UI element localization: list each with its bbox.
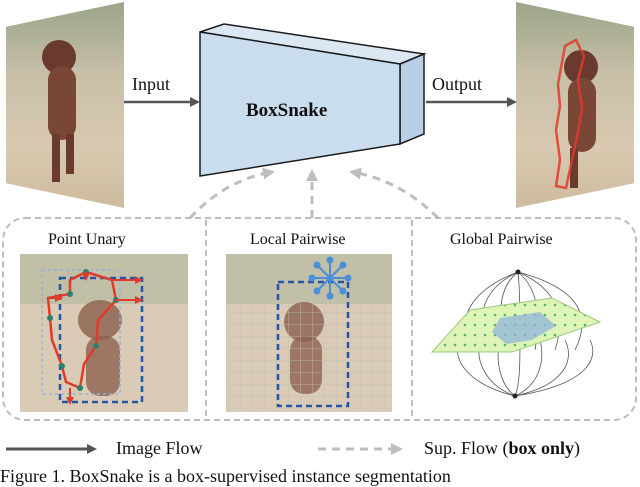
dog-shape: [52, 134, 60, 182]
model-right: [399, 52, 425, 146]
figure-caption: Figure 1. BoxSnake is a box-supervised i…: [0, 466, 451, 486]
legend-sup-flow-bold: box only: [508, 438, 575, 458]
dog-shape: [570, 148, 578, 188]
panel-title-local-pairwise: Local Pairwise: [250, 231, 346, 248]
dog-shape: [48, 66, 76, 140]
model-front: [199, 31, 401, 177]
output-contour: [554, 38, 586, 190]
input-label: Input: [132, 74, 170, 94]
legend-image-flow: Image Flow: [116, 438, 203, 458]
legend-sup-flow-prefix: Sup. Flow (: [424, 438, 509, 458]
input-image: [6, 2, 124, 208]
output-image: [516, 2, 634, 208]
legend-sup-flow-suffix: ): [574, 438, 581, 458]
sup-arrow-left: [188, 167, 275, 220]
panel-title-point-unary: Point Unary: [48, 231, 126, 248]
dog-shape: [66, 134, 74, 174]
panel-title-global-pairwise: Global Pairwise: [450, 231, 553, 248]
object-region: [492, 312, 556, 344]
output-label: Output: [432, 74, 483, 94]
gt-box: [276, 280, 350, 408]
sup-arrow-right: [349, 167, 440, 220]
legend-sup-flow: Sup. Flow (box only): [424, 438, 580, 459]
model-name: BoxSnake: [246, 100, 328, 121]
panels-container: [2, 217, 637, 421]
gt-box: [58, 276, 144, 404]
